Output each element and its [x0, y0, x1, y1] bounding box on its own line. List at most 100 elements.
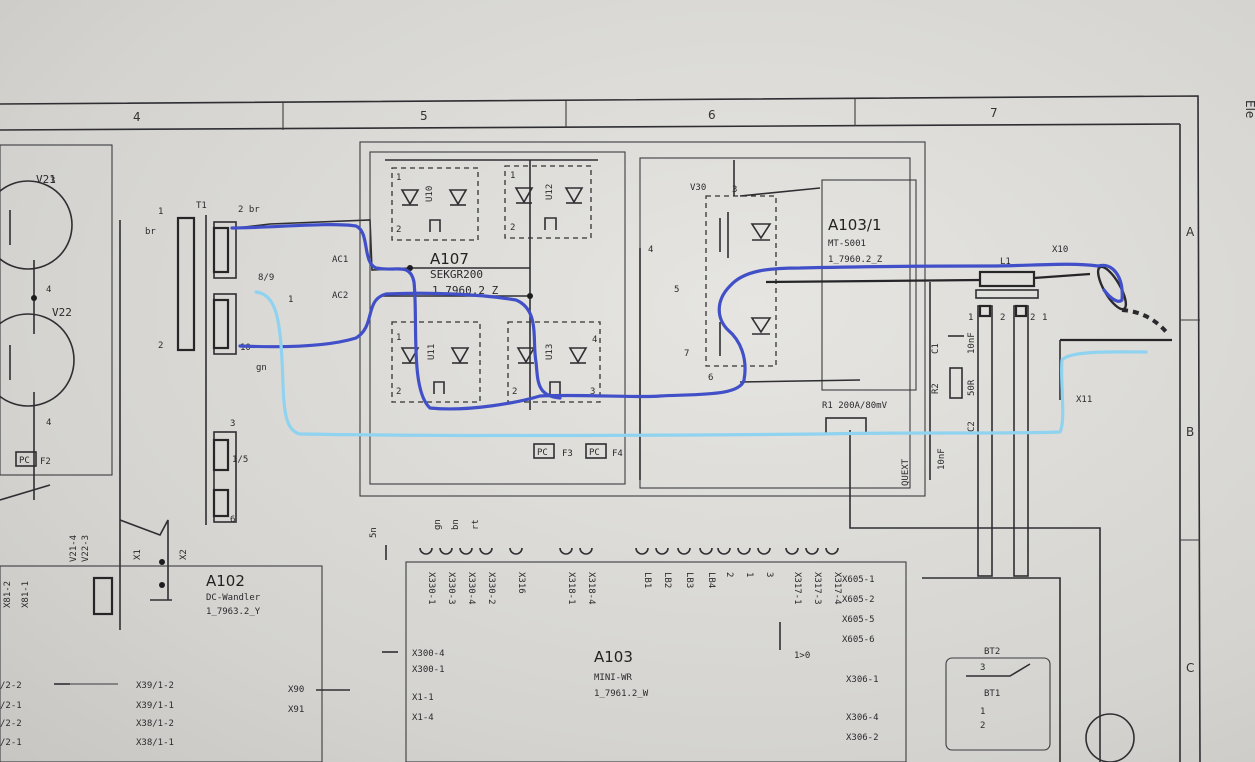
junction [527, 293, 533, 299]
connector-label: X39/1-1 [136, 701, 174, 711]
inductor-pin: 1 [968, 313, 973, 323]
pin-socket [559, 547, 573, 555]
pin-socket [439, 547, 453, 555]
junction [159, 559, 165, 565]
connector-label: X38/1-1 [136, 738, 174, 748]
a107-outer-box [359, 141, 926, 497]
a102-box [0, 565, 323, 762]
pin-label: 1 [396, 173, 401, 183]
pin-socket [655, 547, 669, 555]
pin-label: 3 [732, 185, 737, 195]
inductor-l1 [978, 270, 1036, 288]
pin-label: 3 [590, 387, 595, 397]
battery-box [945, 657, 1051, 751]
top-pin-label: X317-4 [832, 572, 842, 605]
battery-switches [966, 663, 1031, 677]
battery-label: BT1 [984, 689, 1000, 699]
left-pin: X1-4 [412, 713, 434, 723]
wire-color-label: gn [433, 519, 443, 530]
a102-drawing: 1_7963.2_Y [206, 607, 261, 617]
top-pin-label: X317-3 [812, 572, 822, 605]
left-pin: X1-1 [412, 693, 434, 703]
pin-label: 8/9 [258, 273, 274, 283]
a103-1-part: MT-S001 [828, 239, 866, 249]
pin-label: 1 [288, 295, 293, 305]
resistor-r2 [949, 367, 963, 399]
pin-socket [699, 547, 713, 555]
a107-title: A107 [430, 250, 469, 268]
inductor-pin: 2 [1000, 313, 1005, 323]
page-edge-text: Ele [1243, 100, 1255, 118]
pin-label: 2 [510, 223, 515, 233]
sensor-cap-2 [1014, 304, 1028, 318]
connector-label: X2 [179, 549, 189, 560]
pin-label: 4 [46, 285, 51, 295]
a102-inductor [92, 576, 114, 616]
connector-label: X1 [133, 549, 143, 560]
inductor-core [975, 289, 1039, 299]
a103-box [405, 561, 907, 762]
feedback-wires [849, 430, 1101, 762]
pin-label: 10 [240, 343, 251, 353]
connector-label: X81-2 [3, 581, 13, 608]
pin-label: 2 br [238, 205, 260, 215]
pin-socket [509, 547, 523, 555]
annotation-blue-path-2 [238, 291, 562, 400]
terminal-label: X10 [1052, 245, 1068, 255]
top-pin-label: X316 [516, 572, 526, 594]
connector-label: /2-1 [0, 738, 22, 748]
top-pin-label: X330-4 [466, 572, 476, 605]
pin-socket [785, 547, 799, 555]
welding-torch [1096, 265, 1170, 336]
fuse-tag: PC [19, 456, 30, 466]
pin-socket [635, 547, 649, 555]
secondary-winding-3a-fill [212, 438, 230, 472]
igbt-v30 [705, 160, 821, 367]
pin-label: 3 [50, 176, 55, 186]
annotation-blue-path-1 [230, 223, 1100, 411]
diode-label: U11 [427, 344, 437, 360]
rc-label: C2 [967, 421, 977, 432]
right-pin: X306-4 [846, 713, 879, 723]
transistor-v21 [0, 180, 73, 270]
igbt-box [639, 157, 911, 489]
battery-pin: 2 [980, 721, 985, 731]
right-pin: X605-1 [842, 575, 875, 585]
column-label: 7 [990, 106, 998, 120]
top-pin-label: X330-2 [486, 572, 496, 605]
a103-1-box [821, 179, 917, 391]
diode-u13 [507, 321, 601, 403]
pin-label: 1 [158, 207, 163, 217]
top-pin-label: LB1 [642, 572, 652, 588]
diode-u12 [504, 165, 592, 239]
diode-label: U10 [425, 186, 435, 202]
pin-socket [677, 547, 691, 555]
right-pin: X605-2 [842, 595, 875, 605]
column-label: 6 [708, 108, 716, 122]
misc-wires [739, 379, 861, 383]
a102-title: A102 [206, 572, 245, 590]
pin-socket [459, 547, 473, 555]
pin-socket [757, 547, 771, 555]
connector-label: /2-2 [0, 681, 22, 691]
transistor-label: V21 [36, 173, 56, 186]
fuse-label: F3 [562, 449, 573, 459]
rc-label: 50R [967, 379, 977, 396]
battery-label: BT2 [984, 647, 1000, 657]
ac-input-label: AC2 [332, 291, 348, 301]
pin-label: 1/5 [232, 455, 248, 465]
junction [159, 582, 165, 588]
connector-label: V22-3 [81, 535, 91, 562]
ac-input-label: AC1 [332, 255, 348, 265]
diode-label: U13 [545, 344, 555, 360]
rc-label: R2 [931, 383, 941, 394]
inductor-label: L1 [1000, 257, 1011, 267]
pin-label: 5 [674, 285, 679, 295]
pin-socket [419, 547, 433, 555]
top-pin-label: X330-3 [446, 572, 456, 605]
rc-label: 10nF [967, 332, 977, 354]
secondary-winding-2-fill [212, 298, 230, 350]
a107-part: SEKGR200 [430, 268, 483, 281]
pin-label: gn [256, 363, 267, 373]
